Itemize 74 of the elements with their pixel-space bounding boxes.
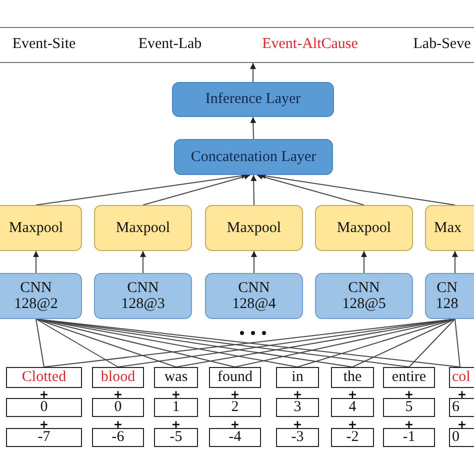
arrow bbox=[33, 250, 39, 274]
token-box: in bbox=[276, 367, 319, 388]
arrow bbox=[452, 250, 458, 274]
output-label: Event-Site bbox=[0, 30, 88, 58]
cnn-box: CNN 128@2 bbox=[0, 273, 82, 319]
connector-line bbox=[454, 318, 460, 368]
arrow bbox=[361, 250, 367, 274]
token-box: -2 bbox=[331, 428, 374, 447]
arrow bbox=[251, 250, 257, 274]
plus-sign: + bbox=[229, 389, 241, 400]
cnn-box: CNN 128@5 bbox=[315, 273, 413, 319]
connector-line bbox=[36, 318, 44, 368]
token-box: 5 bbox=[383, 398, 435, 417]
layer-box: Inference Layer bbox=[172, 82, 334, 117]
plus-sign: + bbox=[170, 419, 182, 430]
token-box: -7 bbox=[6, 428, 82, 447]
token-box: 0 bbox=[6, 398, 82, 417]
maxpool-box: Maxpool bbox=[94, 205, 192, 251]
token-box: Clotted bbox=[6, 367, 82, 388]
arrow bbox=[140, 250, 146, 274]
token-box: the bbox=[331, 367, 374, 388]
arrow bbox=[142, 174, 251, 206]
plus-sign: + bbox=[170, 389, 182, 400]
cnn-box: CNN 128@3 bbox=[94, 273, 192, 319]
token-box: 0 bbox=[92, 398, 144, 417]
plus-sign: + bbox=[292, 419, 304, 430]
token-box: col bbox=[449, 367, 474, 388]
token-box: found bbox=[209, 367, 261, 388]
token-box: -5 bbox=[154, 428, 198, 447]
plus-sign: + bbox=[346, 419, 358, 430]
maxpool-box: Maxpool bbox=[205, 205, 303, 251]
arrow bbox=[250, 62, 256, 82]
token-box: blood bbox=[92, 367, 144, 388]
arrow bbox=[259, 172, 456, 206]
arrow bbox=[250, 174, 257, 206]
token-box: -1 bbox=[383, 428, 435, 447]
plus-sign: + bbox=[292, 389, 304, 400]
arrow bbox=[250, 116, 256, 140]
output-label: Event-Lab bbox=[126, 30, 214, 58]
cnn-box: CN 128 bbox=[425, 273, 474, 319]
connector-line bbox=[36, 318, 176, 368]
plus-sign: + bbox=[229, 419, 241, 430]
token-box: 2 bbox=[209, 398, 261, 417]
token-box: was bbox=[154, 367, 198, 388]
token-box: entire bbox=[383, 367, 435, 388]
cnn-box: CNN 128@4 bbox=[205, 273, 303, 319]
maxpool-box: Maxpool bbox=[315, 205, 413, 251]
plus-sign: + bbox=[38, 419, 50, 430]
output-label: Lab-Seve bbox=[402, 30, 474, 58]
connector-line bbox=[408, 318, 456, 368]
maxpool-box: Max bbox=[425, 205, 474, 251]
plus-sign: + bbox=[456, 389, 468, 400]
token-box: -6 bbox=[92, 428, 144, 447]
plus-sign: + bbox=[403, 419, 415, 430]
plus-sign: + bbox=[112, 389, 124, 400]
arrow bbox=[256, 174, 364, 206]
token-box: -3 bbox=[276, 428, 319, 447]
token-box: -4 bbox=[209, 428, 261, 447]
token-box: 1 bbox=[154, 398, 198, 417]
layer-box: Concatenation Layer bbox=[174, 139, 333, 175]
maxpool-box: Maxpool bbox=[0, 205, 82, 251]
output-label-band bbox=[0, 27, 474, 63]
connector-line bbox=[352, 318, 456, 368]
token-box: 4 bbox=[331, 398, 374, 417]
token-box: 0 bbox=[449, 428, 474, 447]
connector-line bbox=[36, 318, 118, 368]
token-box: 6 bbox=[449, 398, 474, 417]
plus-sign: + bbox=[112, 419, 124, 430]
plus-sign: + bbox=[456, 419, 468, 430]
plus-sign: + bbox=[346, 389, 358, 400]
plus-sign: + bbox=[403, 389, 415, 400]
plus-sign: + bbox=[38, 389, 50, 400]
token-box: 3 bbox=[276, 398, 319, 417]
output-label: Event-AltCause bbox=[248, 30, 372, 58]
